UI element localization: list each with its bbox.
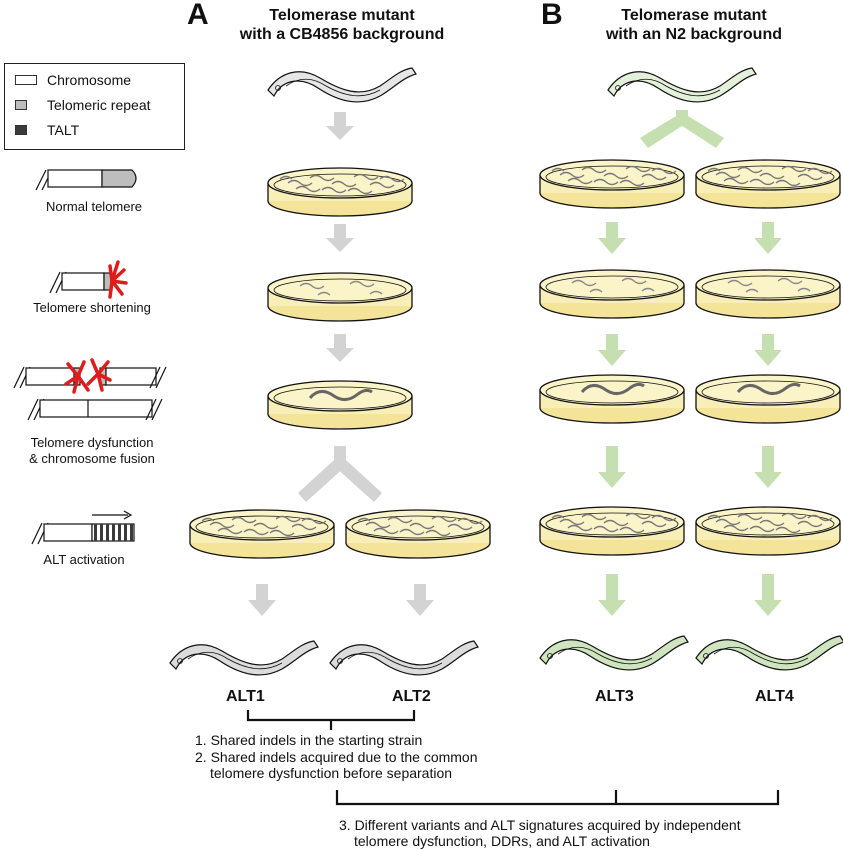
panel-a-title-line2: with a CB4856 background	[239, 26, 445, 43]
talt-swatch-icon	[15, 125, 27, 135]
chromosome-swatch-icon	[15, 75, 37, 85]
alt4-label: ALT4	[755, 688, 794, 705]
telomere-shortening-icon	[49, 260, 128, 299]
chromosome-fusion-icon	[13, 358, 167, 421]
stage-label-normal: Normal telomere	[45, 199, 143, 214]
panel-a-title: Telomerase mutant with a CB4856 backgrou…	[222, 6, 462, 44]
note-shared-1: 1. Shared indels in the starting strain	[195, 732, 423, 748]
legend: Chromosome Telomeric repeat TALT	[4, 63, 185, 150]
stage-label-dysfunction-line2: & chromosome fusion	[29, 451, 155, 466]
starting-worm-b	[607, 67, 757, 103]
panel-b-title-line1: Telomerase mutant	[621, 7, 767, 24]
panel-a-letter: A	[187, 0, 209, 31]
alt4-worm	[695, 635, 843, 671]
legend-item-talt: TALT	[15, 122, 79, 138]
stage-label-alt-activation: ALT activation	[43, 552, 125, 567]
shared-bracket	[246, 710, 416, 730]
telomeric-repeat-swatch-icon	[15, 100, 27, 110]
note-shared-2-line2: telomere dysfunction before separation	[210, 765, 453, 781]
legend-item-telomeric-repeat: Telomeric repeat	[15, 97, 151, 113]
alt2-worm	[329, 640, 479, 676]
alt2-label: ALT2	[392, 688, 431, 705]
normal-telomere-icon	[35, 169, 137, 191]
alt-activation-icon	[31, 510, 135, 545]
stage-label-dysfunction: Telomere dysfunction & chromosome fusion	[6, 435, 178, 467]
note-diff-line1: 3. Different variants and ALT signatures…	[339, 817, 741, 833]
legend-item-chromosome: Chromosome	[15, 72, 131, 88]
stage-label-dysfunction-line1: Telomere dysfunction	[30, 435, 154, 450]
independent-bracket	[335, 790, 780, 806]
alt3-label: ALT3	[595, 688, 634, 705]
legend-label: TALT	[47, 122, 80, 138]
stage-label-shortening: Telomere shortening	[33, 300, 151, 315]
legend-label: Telomeric repeat	[47, 97, 151, 113]
panel-b-letter: B	[541, 0, 563, 31]
alt1-worm	[169, 640, 319, 676]
panel-a-diagram	[169, 67, 490, 676]
panel-b-title-line2: with an N2 background	[605, 26, 782, 43]
note-shared-2-line1: 2. Shared indels acquired due to the com…	[195, 749, 478, 765]
alt1-label: ALT1	[226, 688, 265, 705]
starting-worm-a	[267, 67, 417, 103]
panel-b-diagram	[539, 67, 843, 671]
panel-a-title-line1: Telomerase mutant	[269, 7, 415, 24]
legend-label: Chromosome	[47, 72, 132, 88]
alt3-worm	[539, 635, 689, 671]
panel-b-title: Telomerase mutant with an N2 background	[584, 6, 804, 44]
note-diff-line2: telomere dysfunction, DDRs, and ALT acti…	[354, 833, 650, 849]
